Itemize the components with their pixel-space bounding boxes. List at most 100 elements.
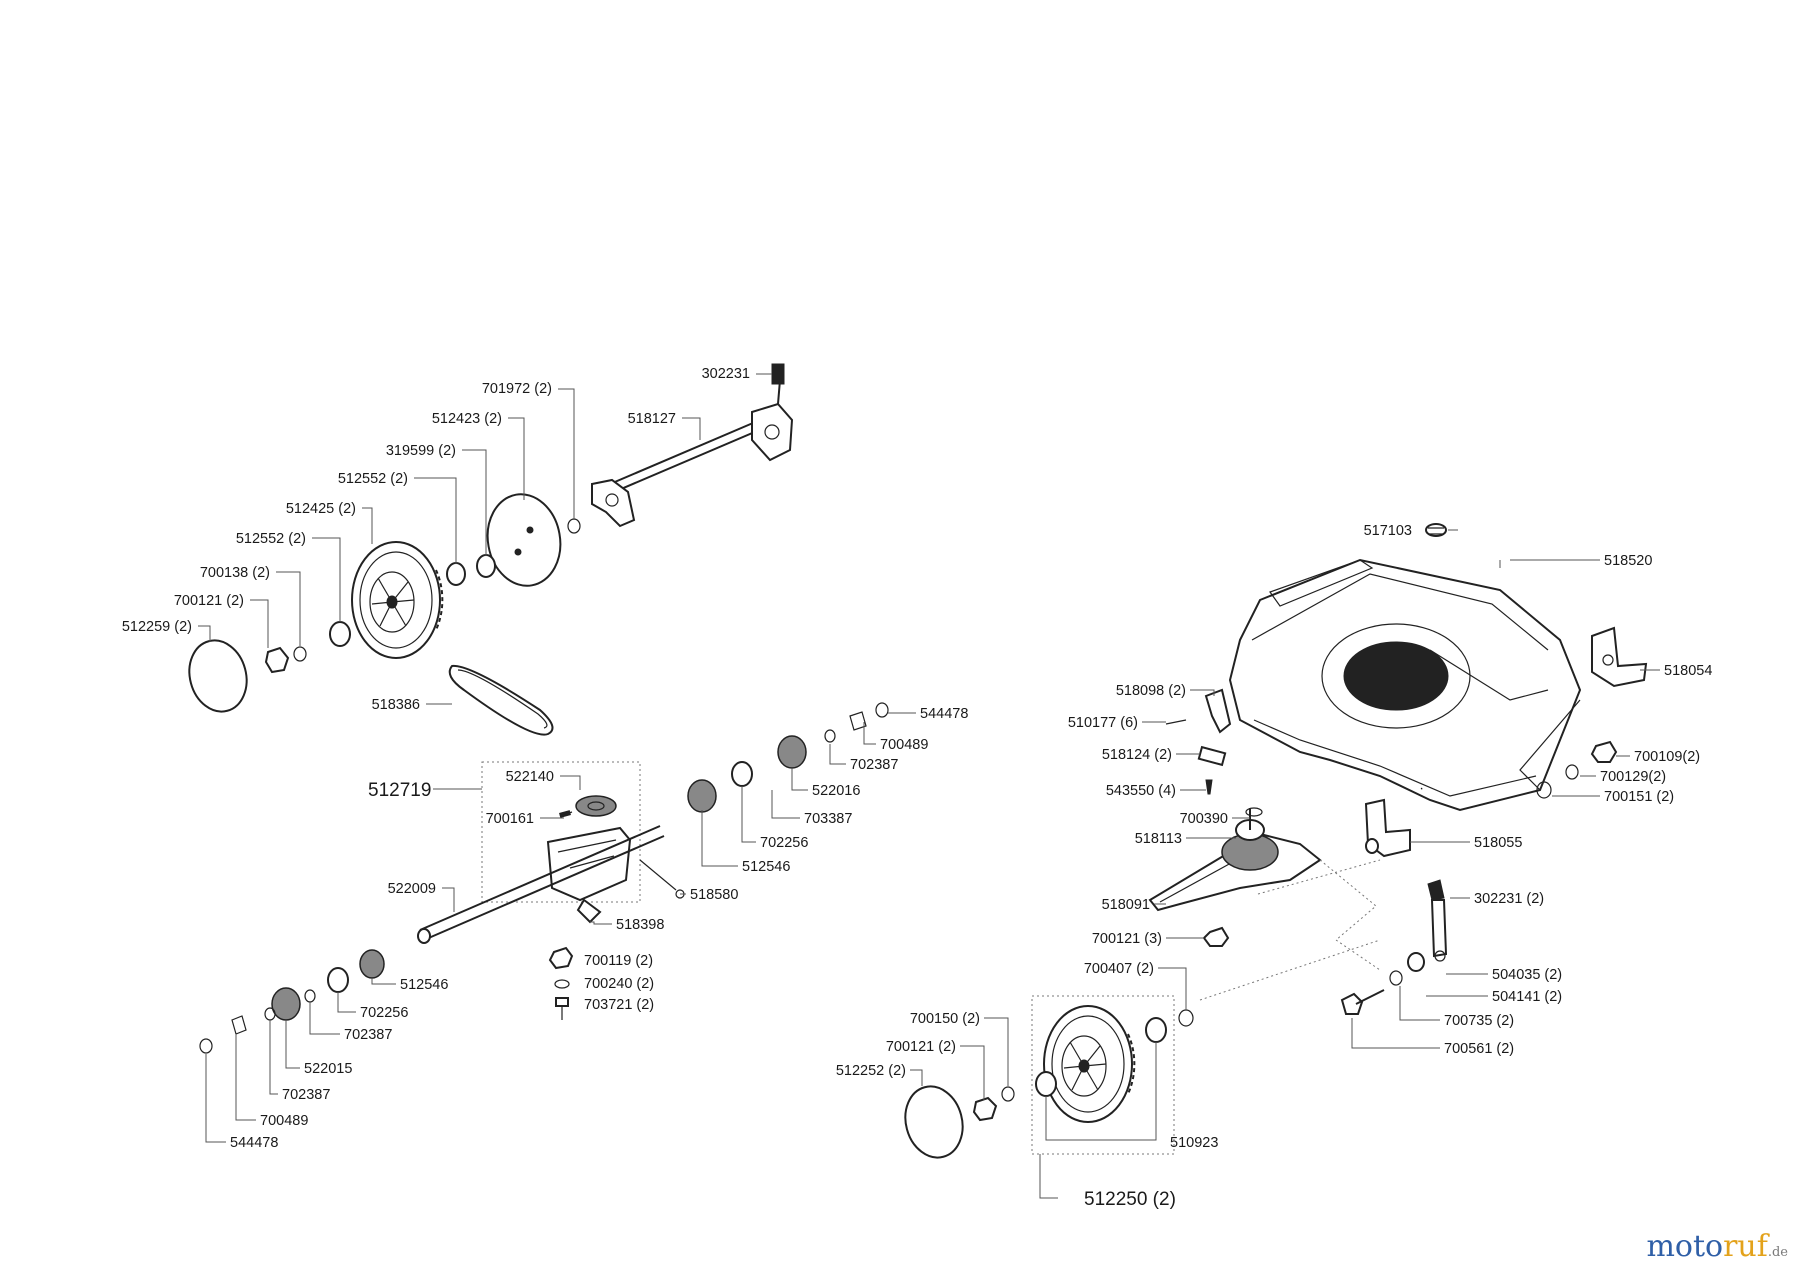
label-700138: 700138 (2) xyxy=(200,565,270,581)
watermark-logo: motoruf.de xyxy=(1646,1229,1788,1264)
label-703387: 703387 xyxy=(804,811,852,827)
label-702256-top: 702256 xyxy=(760,835,808,851)
bracket-518098 xyxy=(1204,688,1232,734)
gear-512546-b xyxy=(359,949,385,979)
washer-702387-c xyxy=(264,1007,276,1021)
svg-text:.: . xyxy=(1416,777,1425,793)
label-700129: 700129(2) xyxy=(1600,769,1666,785)
label-504141: 504141 (2) xyxy=(1492,989,1562,1005)
label-700119: 700119 (2) xyxy=(584,953,653,969)
label-700121-rear: 700121 (2) xyxy=(174,593,244,609)
nut-700121-b xyxy=(972,1096,998,1122)
pinion-522016 xyxy=(777,735,807,769)
label-700151: 700151 (2) xyxy=(1604,789,1674,805)
label-700390: 700390 xyxy=(1180,811,1228,827)
rear-hubcap xyxy=(486,493,562,587)
front-height-lever xyxy=(1427,879,1448,962)
clip-700489 xyxy=(849,711,867,731)
label-512423: 512423 (2) xyxy=(432,411,502,427)
bushing-702256 xyxy=(731,761,753,787)
label-522015: 522015 xyxy=(304,1061,352,1077)
gearbox xyxy=(417,795,685,944)
label-700150: 700150 (2) xyxy=(910,1011,980,1027)
bracket-518054 xyxy=(1591,626,1648,688)
nut-700121-c xyxy=(1202,926,1230,947)
label-703721: 703721 (2) xyxy=(584,997,654,1013)
bolt-700561 xyxy=(1340,989,1385,1015)
part-labels: 302231 701972 (2) 518127 512423 (2) 3195… xyxy=(122,366,1713,1151)
label-512552-a: 512552 (2) xyxy=(338,471,408,487)
label-518113: 518113 xyxy=(1135,831,1182,847)
washer-700407 xyxy=(1178,1009,1194,1027)
label-700407: 700407 (2) xyxy=(1084,961,1154,977)
bolt-set xyxy=(548,946,574,1020)
label-544478-low: 544478 xyxy=(230,1135,278,1151)
label-319599: 319599 (2) xyxy=(386,443,456,459)
front-wheel-assembly-box xyxy=(1031,995,1175,1155)
label-518398: 518398 xyxy=(616,917,664,933)
bushing-front-a xyxy=(1145,1017,1167,1043)
gearbox-assembly-box xyxy=(481,761,641,903)
label-700489-top: 700489 xyxy=(880,737,928,753)
gear-512546 xyxy=(687,779,717,813)
label-700109: 700109(2) xyxy=(1634,749,1700,765)
front-wheel xyxy=(1043,1005,1136,1123)
label-702387-top: 702387 xyxy=(850,757,898,773)
label-512552-b: 512552 (2) xyxy=(236,531,306,547)
label-700121-blade: 700121 (3) xyxy=(1092,931,1162,947)
label-518091: 518091 xyxy=(1102,897,1150,913)
washer-701972 xyxy=(567,518,581,534)
label-302231-front: 302231 (2) xyxy=(1474,891,1544,907)
washer-700129 xyxy=(1565,764,1579,780)
label-510923: 510923 xyxy=(1170,1135,1218,1151)
drive-belt xyxy=(448,664,554,736)
ring-544478 xyxy=(875,702,889,718)
label-512259: 512259 (2) xyxy=(122,619,192,635)
clip-700489-b xyxy=(231,1015,247,1035)
label-522016: 522016 xyxy=(812,783,860,799)
label-512719: 512719 xyxy=(368,780,431,801)
label-518386: 518386 xyxy=(372,697,420,713)
label-702387-low-a: 702387 xyxy=(344,1027,392,1043)
label-302231-rear: 302231 xyxy=(702,366,750,382)
label-522140: 522140 xyxy=(506,769,554,785)
bushing-front-b xyxy=(1035,1071,1057,1097)
washer-504141 xyxy=(1407,952,1425,972)
label-512252: 512252 (2) xyxy=(836,1063,906,1079)
bushing-512552-b xyxy=(329,621,351,647)
label-702256-low: 702256 xyxy=(360,1005,408,1021)
washer-702387 xyxy=(824,729,836,743)
bushing-512552 xyxy=(446,562,466,586)
label-518098: 518098 (2) xyxy=(1116,683,1186,699)
blade-518091 xyxy=(1148,807,1322,912)
ring-544478-b xyxy=(199,1038,213,1054)
pinion-522015 xyxy=(271,987,301,1021)
label-517103: 517103 xyxy=(1364,523,1412,539)
bushing-319599 xyxy=(476,554,496,578)
label-544478-top: 544478 xyxy=(920,706,968,722)
rear-wheel xyxy=(351,541,444,659)
label-700561: 700561 (2) xyxy=(1444,1041,1514,1057)
label-702387-low-b: 702387 xyxy=(282,1087,330,1103)
nut-700121 xyxy=(264,646,290,674)
label-518520: 518520 xyxy=(1604,553,1652,569)
watermark-part1: moto xyxy=(1646,1229,1724,1264)
label-700735: 700735 (2) xyxy=(1444,1013,1514,1029)
label-522009: 522009 xyxy=(388,881,436,897)
label-518054: 518054 xyxy=(1664,663,1712,679)
label-518127: 518127 xyxy=(628,411,676,427)
rear-height-lever xyxy=(591,363,794,528)
label-701972: 701972 (2) xyxy=(482,381,552,397)
label-510177: 510177 (6) xyxy=(1068,715,1138,731)
washer-700138 xyxy=(293,646,307,662)
hubcap-512252 xyxy=(904,1085,964,1159)
watermark-suffix: .de xyxy=(1767,1245,1788,1260)
assembly-labels: 512719 512250 (2) xyxy=(368,780,1176,1210)
washer-700151 xyxy=(1536,781,1552,799)
label-518580: 518580 xyxy=(690,887,738,903)
plate-518124 xyxy=(1197,745,1227,767)
label-512546-top: 512546 xyxy=(742,859,790,875)
label-543550: 543550 (4) xyxy=(1106,783,1176,799)
label-700121-front: 700121 (2) xyxy=(886,1039,956,1055)
